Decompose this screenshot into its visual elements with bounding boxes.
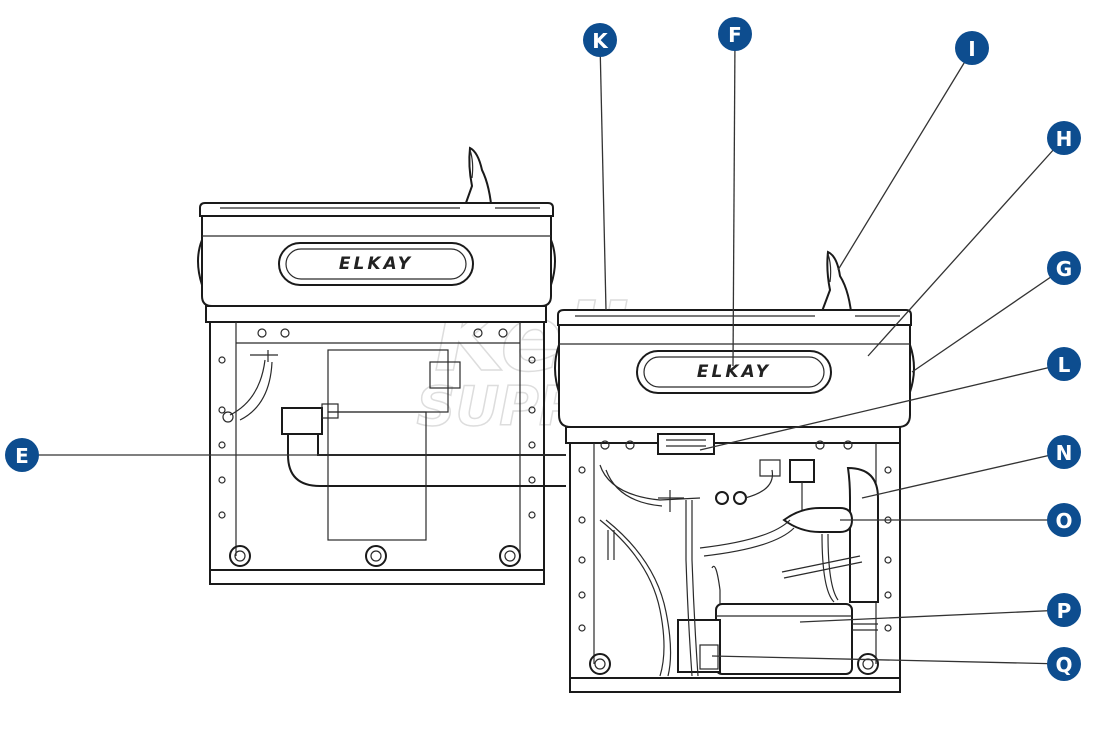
- lower-reservoir-tank: [846, 466, 879, 603]
- callout-badge-o: O: [1047, 503, 1081, 537]
- lower-control-board: [657, 433, 715, 455]
- callout-badge-g: G: [1047, 251, 1081, 285]
- lower-fountain-unit: ELKAY: [554, 250, 915, 693]
- callout-label-k: K: [592, 29, 609, 53]
- callout-label-g: G: [1056, 257, 1072, 281]
- upper-mount-plate: [205, 305, 547, 323]
- upper-drain-pipe: [287, 434, 566, 487]
- callout-label-o: O: [1055, 509, 1072, 533]
- lower-fitting: [715, 491, 729, 505]
- lower-base-plate: [569, 677, 901, 693]
- upper-frame-holes: [218, 328, 536, 519]
- lower-frame-holes: [578, 440, 892, 632]
- upper-logo-plate: [278, 242, 474, 286]
- lower-fan-motor: [677, 619, 721, 673]
- upper-bubbler-icon: [460, 146, 494, 215]
- lower-logo-text: ELKAY: [697, 362, 771, 382]
- callout-badge-k: K: [583, 23, 617, 57]
- callout-label-f: F: [728, 23, 742, 47]
- callout-label-p: P: [1057, 599, 1072, 623]
- callout-label-l: L: [1058, 353, 1071, 377]
- callout-badge-l: L: [1047, 347, 1081, 381]
- upper-logo-text: ELKAY: [339, 254, 413, 274]
- callout-label-e: E: [15, 444, 29, 468]
- callout-badge-n: N: [1047, 435, 1081, 469]
- lower-bubbler-icon: [816, 250, 854, 323]
- callout-badge-p: P: [1047, 593, 1081, 627]
- callout-badge-h: H: [1047, 121, 1081, 155]
- callout-label-n: N: [1056, 441, 1073, 465]
- lower-logo-plate: [636, 350, 832, 394]
- callout-label-q: Q: [1055, 653, 1072, 677]
- callout-badge-i: I: [955, 31, 989, 65]
- callout-badge-f: F: [718, 17, 752, 51]
- upper-basin-rim: [199, 202, 554, 217]
- callout-badge-q: Q: [1047, 647, 1081, 681]
- lower-solenoid-valve: [789, 459, 815, 483]
- upper-fountain-unit: ELKAY: [197, 146, 566, 585]
- lower-basin-rim: [557, 309, 912, 326]
- callout-leader-lines: [22, 35, 1065, 665]
- callout-label-i: I: [968, 37, 975, 61]
- upper-drain-trap: [281, 407, 323, 435]
- lower-mount-plate: [565, 426, 901, 444]
- upper-leveling-feet: [229, 545, 521, 567]
- upper-base-plate: [209, 569, 545, 585]
- callout-label-h: H: [1056, 127, 1073, 151]
- callout-badge-e: E: [5, 438, 39, 472]
- lower-compressor: [715, 603, 853, 675]
